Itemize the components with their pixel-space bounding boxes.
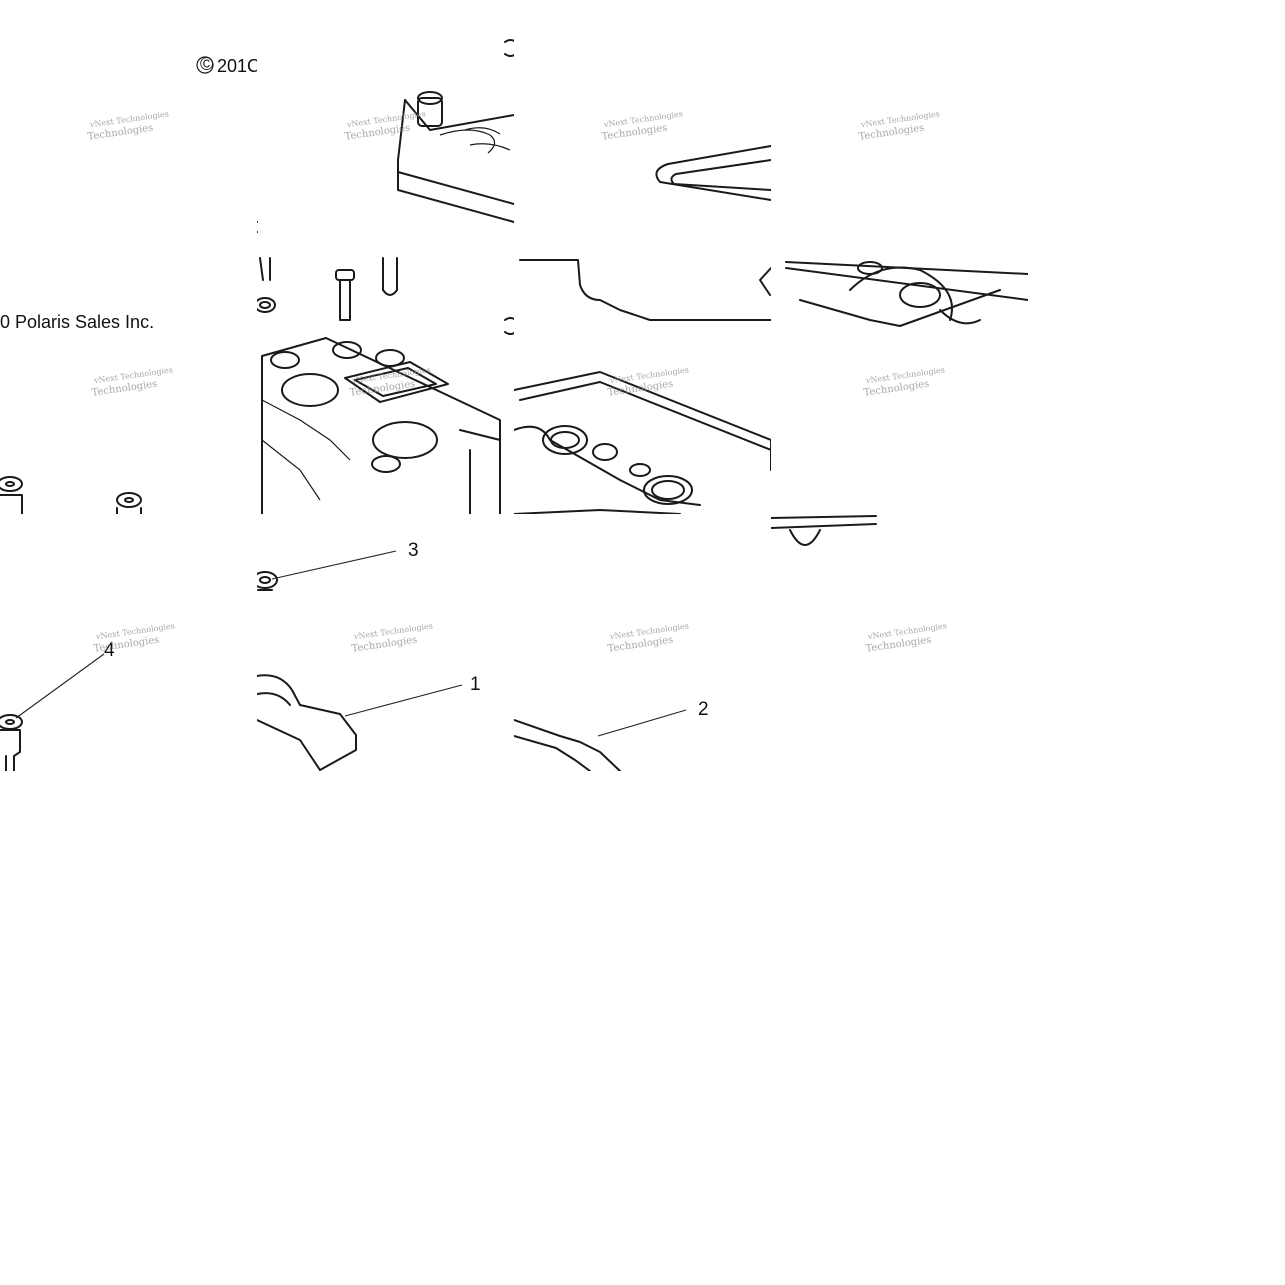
leader-line-1 bbox=[344, 684, 463, 717]
leader-line-2 bbox=[597, 709, 687, 737]
grommet-item-3 bbox=[257, 571, 278, 591]
copyright-symbol-text: © bbox=[200, 54, 213, 74]
copyright-holder: 0 Polaris Sales Inc. bbox=[0, 312, 154, 332]
leader-line-4 bbox=[15, 653, 105, 719]
valve-cover-top bbox=[397, 39, 514, 223]
valve-cover-body bbox=[257, 257, 514, 514]
valve-cover-item-1 bbox=[257, 674, 357, 771]
gasket-fragment bbox=[785, 261, 1028, 327]
copyright-year: 201C bbox=[217, 56, 260, 76]
bolt-item-4 bbox=[0, 714, 23, 771]
watermarks: vNext Technologies Technologies vNext Te… bbox=[87, 109, 947, 654]
callout-3: 3 bbox=[408, 540, 419, 561]
callout-2: 2 bbox=[698, 699, 709, 720]
bolt-heads bbox=[0, 476, 142, 514]
copyright-symbol bbox=[196, 56, 214, 74]
gasket-item-2 bbox=[514, 719, 621, 771]
valve-cover-gasket bbox=[514, 259, 771, 514]
callout-1: 1 bbox=[470, 674, 481, 695]
callout-4: 4 bbox=[104, 640, 115, 661]
leader-line-3 bbox=[271, 550, 397, 580]
gasket-upper bbox=[655, 145, 771, 201]
